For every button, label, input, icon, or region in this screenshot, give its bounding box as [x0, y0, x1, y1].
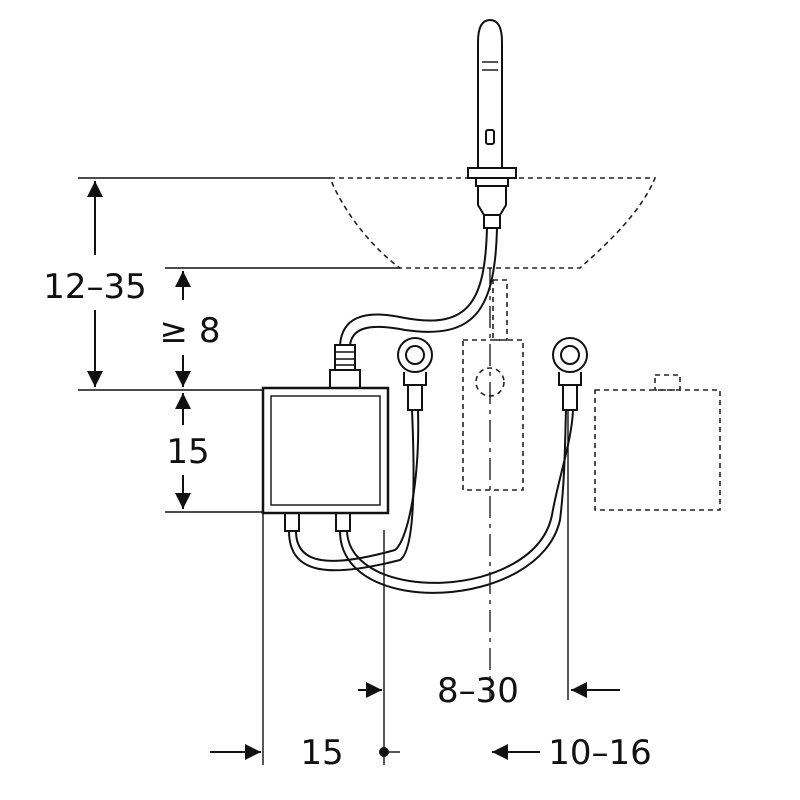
basin-outline — [328, 177, 657, 269]
dim-box-offset-label: 15 — [300, 733, 343, 773]
dim-valve-spacing-label: 8–30 — [437, 671, 519, 711]
faucet-supply-hose — [329, 227, 498, 389]
sensor-window-icon — [485, 129, 495, 145]
drain-trap — [462, 268, 524, 700]
dim-total-height-label: 12–35 — [43, 267, 147, 307]
control-box — [261, 386, 390, 532]
dim-drain-offset-label: 10–16 — [548, 733, 652, 773]
valve-supply-hoses — [288, 409, 574, 594]
left-angle-valve — [397, 337, 433, 411]
extension-lines — [78, 177, 569, 765]
right-angle-valve — [552, 337, 588, 411]
optional-module — [594, 374, 721, 511]
dim-gap-height-label: ≥ 8 — [160, 311, 221, 351]
faucet — [467, 18, 517, 229]
dim-box-offset — [210, 744, 400, 760]
dim-box-height-label: 15 — [166, 432, 209, 472]
